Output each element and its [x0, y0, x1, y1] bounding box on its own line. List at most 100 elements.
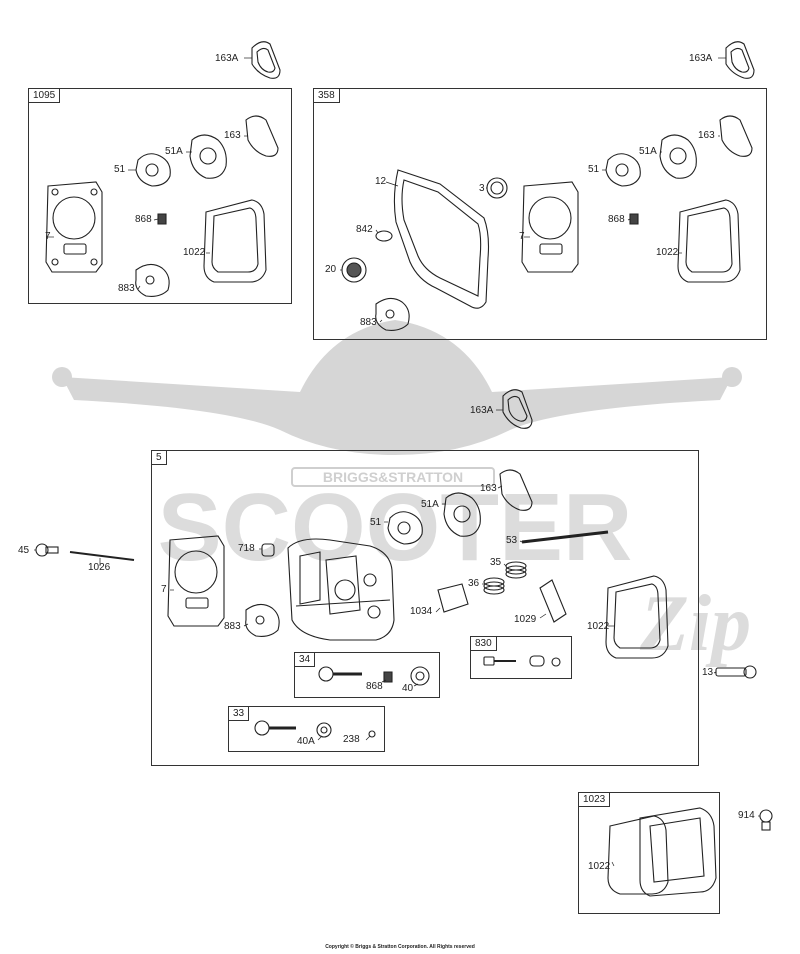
label-5-35: 35	[490, 557, 502, 568]
gasket-163a-left	[251, 41, 281, 79]
kit5-1029	[539, 579, 567, 623]
label-5-53: 53	[506, 535, 518, 546]
kit1023-cover	[607, 807, 717, 897]
label-1095-163: 163	[224, 130, 241, 141]
kit-1095-tag: 1095	[29, 89, 61, 103]
kit33-valve	[254, 720, 296, 736]
label-45: 45	[18, 545, 30, 556]
label-163a-mid: 163A	[470, 405, 494, 416]
kit5-718	[261, 543, 275, 557]
kit5-35	[505, 561, 527, 579]
cylinder-head	[287, 538, 395, 641]
label-358-51a: 51A	[639, 146, 657, 157]
kit1095-883	[135, 263, 170, 297]
kit-5-tag: 5	[152, 451, 167, 465]
label-5-7: 7	[161, 584, 167, 595]
kit34-valve	[318, 666, 362, 682]
kit-830-box: 830	[470, 636, 572, 679]
kit-34-tag: 34	[295, 653, 316, 667]
label-5-1022: 1022	[587, 621, 610, 632]
watermark-brand: SCOOTER	[158, 474, 633, 581]
label-5-883: 883	[224, 621, 241, 632]
label-5-163: 163	[480, 483, 497, 494]
kit-830-tag: 830	[471, 637, 497, 651]
kit-34-box: 34	[294, 652, 440, 698]
kit-1023-tag: 1023	[579, 793, 611, 807]
label-358-7: 7	[519, 231, 525, 242]
kit358-51	[605, 153, 641, 187]
label-914: 914	[738, 810, 755, 821]
kit-358-tag: 358	[314, 89, 340, 103]
label-33-40a: 40A	[297, 736, 315, 747]
kit1095-163	[245, 115, 279, 157]
label-358-20: 20	[325, 264, 337, 275]
kit1095-1022	[203, 199, 267, 283]
kit5-1034	[437, 583, 469, 613]
label-358-1022: 1022	[656, 247, 679, 258]
label-358-12: 12	[375, 176, 387, 187]
label-5-36: 36	[468, 578, 480, 589]
label-358-163: 163	[698, 130, 715, 141]
label-5-1034: 1034	[410, 606, 433, 617]
part-45	[35, 543, 59, 557]
part-1026	[69, 551, 135, 561]
kit358-7	[521, 181, 579, 273]
kit830-parts	[483, 655, 561, 667]
kit33-238	[368, 730, 376, 738]
label-1095-1022: 1022	[183, 247, 206, 258]
kit-1023-box: 1023	[578, 792, 720, 914]
kit-33-tag: 33	[229, 707, 250, 721]
kit5-51	[387, 511, 423, 545]
kit-5-box: 5	[151, 450, 699, 766]
kit1095-head-gasket	[45, 181, 103, 273]
label-5-1029: 1029	[514, 614, 537, 625]
kit358-51a	[659, 134, 697, 179]
kit358-3	[486, 177, 508, 199]
label-1095-868: 868	[135, 214, 152, 225]
kit358-163	[719, 115, 753, 157]
kit1095-51	[135, 153, 171, 187]
kit-33-box: 33	[228, 706, 385, 752]
label-358-842: 842	[356, 224, 373, 235]
kit358-842	[375, 230, 393, 242]
kit-1095-box: 1095	[28, 88, 292, 304]
label-1095-51: 51	[114, 164, 126, 175]
watermark-sub: BRIGGS&STRATTON	[323, 469, 463, 485]
kit5-7	[167, 535, 225, 627]
kit1095-51a	[189, 134, 227, 179]
kit5-36	[483, 577, 505, 595]
label-358-3: 3	[479, 183, 485, 194]
kit34-40	[410, 666, 430, 686]
label-5-51: 51	[370, 517, 382, 528]
label-1095-51a: 51A	[165, 146, 183, 157]
label-34-40: 40	[402, 683, 414, 694]
label-358-51: 51	[588, 164, 600, 175]
kit5-51a	[443, 492, 481, 537]
kit358-868	[629, 213, 639, 225]
part-13	[715, 665, 757, 679]
label-1095-883: 883	[118, 283, 135, 294]
kit5-53	[521, 530, 609, 544]
label-163a-top-right: 163A	[689, 53, 713, 64]
copyright: Copyright © Briggs & Stratton Corporatio…	[325, 944, 475, 950]
kit-358-box: 358	[313, 88, 767, 340]
kit358-1022	[677, 199, 741, 283]
kit5-163	[499, 469, 533, 511]
kit1095-868	[157, 213, 167, 225]
kit34-868	[383, 671, 393, 683]
gasket-163a-right	[725, 41, 755, 79]
label-358-883: 883	[360, 317, 377, 328]
label-34-868: 868	[366, 681, 383, 692]
kit5-1022	[605, 575, 669, 659]
label-5-718: 718	[238, 543, 255, 554]
label-163a-top-left: 163A	[215, 53, 239, 64]
label-358-868: 868	[608, 214, 625, 225]
kit358-12	[393, 169, 490, 309]
label-1095-7: 7	[45, 231, 51, 242]
gasket-163a-mid	[502, 389, 533, 429]
label-1026: 1026	[88, 562, 111, 573]
kit5-883	[245, 603, 280, 637]
label-13: 13	[702, 667, 714, 678]
kit358-883	[375, 297, 410, 331]
